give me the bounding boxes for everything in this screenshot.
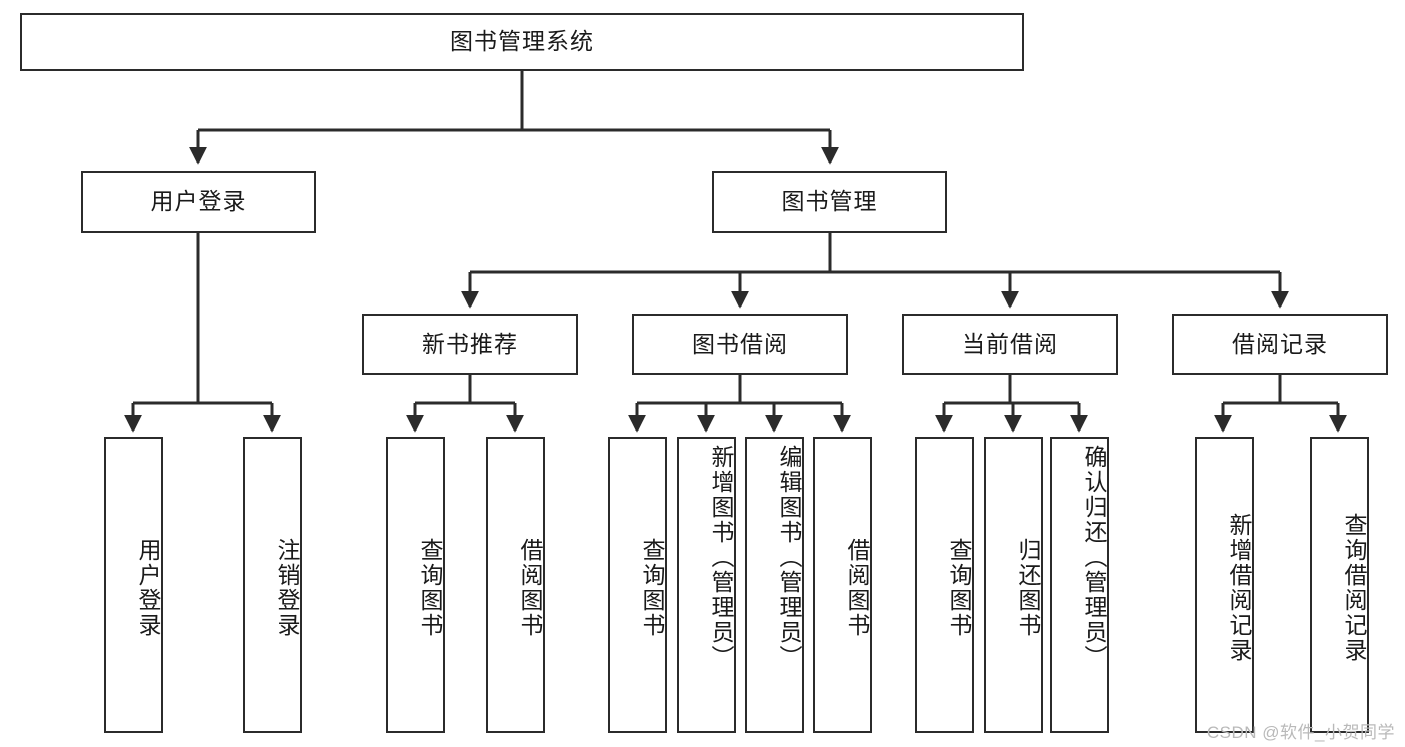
- leaf-label: 编辑图书（管理员）: [776, 445, 802, 670]
- node-book-management-label: 图书管理: [781, 188, 878, 215]
- leaf-label: 查询图书: [417, 538, 443, 638]
- leaf-label: 注销登录: [274, 538, 300, 638]
- node-book-management[interactable]: 图书管理: [712, 171, 947, 233]
- csdn-watermark: CSDN @软件_小贺同学: [1206, 723, 1395, 742]
- leaf-borrow-borrow-book[interactable]: 借阅图书: [813, 437, 872, 733]
- node-new-book-recommend[interactable]: 新书推荐: [362, 314, 578, 375]
- leaf-label: 查询图书: [639, 538, 665, 638]
- leaf-label: 确认归还（管理员）: [1081, 445, 1107, 670]
- node-user-login-label: 用户登录: [150, 188, 247, 215]
- leaf-record-query-record[interactable]: 查询借阅记录: [1310, 437, 1369, 733]
- leaf-record-add-record[interactable]: 新增借阅记录: [1195, 437, 1254, 733]
- leaf-label: 新增借阅记录: [1226, 513, 1252, 663]
- node-book-borrow-label: 图书借阅: [692, 330, 788, 357]
- leaf-label: 查询借阅记录: [1341, 513, 1367, 663]
- leaf-current-confirm-return-admin[interactable]: 确认归还（管理员）: [1050, 437, 1109, 733]
- leaf-borrow-query-book[interactable]: 查询图书: [608, 437, 667, 733]
- leaf-current-query-book[interactable]: 查询图书: [915, 437, 974, 733]
- node-book-borrow[interactable]: 图书借阅: [632, 314, 848, 375]
- leaf-user-login-login[interactable]: 用户登录: [104, 437, 163, 733]
- leaf-recommend-borrow-book[interactable]: 借阅图书: [486, 437, 545, 733]
- node-root-label: 图书管理系统: [450, 28, 594, 55]
- node-borrow-record[interactable]: 借阅记录: [1172, 314, 1388, 375]
- leaf-borrow-edit-book-admin[interactable]: 编辑图书（管理员）: [745, 437, 804, 733]
- node-new-book-recommend-label: 新书推荐: [422, 330, 518, 357]
- node-user-login[interactable]: 用户登录: [81, 171, 316, 233]
- node-borrow-record-label: 借阅记录: [1232, 330, 1328, 357]
- leaf-current-return-book[interactable]: 归还图书: [984, 437, 1043, 733]
- leaf-user-login-logout[interactable]: 注销登录: [243, 437, 302, 733]
- node-root[interactable]: 图书管理系统: [20, 13, 1024, 71]
- leaf-label: 查询图书: [946, 538, 972, 638]
- leaf-label: 归还图书: [1015, 538, 1041, 638]
- node-current-borrow[interactable]: 当前借阅: [902, 314, 1118, 375]
- leaf-label: 借阅图书: [844, 538, 870, 638]
- leaf-borrow-add-book-admin[interactable]: 新增图书（管理员）: [677, 437, 736, 733]
- leaf-label: 借阅图书: [517, 538, 543, 638]
- leaf-recommend-query-book[interactable]: 查询图书: [386, 437, 445, 733]
- leaf-label: 用户登录: [135, 538, 161, 638]
- leaf-label: 新增图书（管理员）: [708, 445, 734, 670]
- node-current-borrow-label: 当前借阅: [962, 330, 1058, 357]
